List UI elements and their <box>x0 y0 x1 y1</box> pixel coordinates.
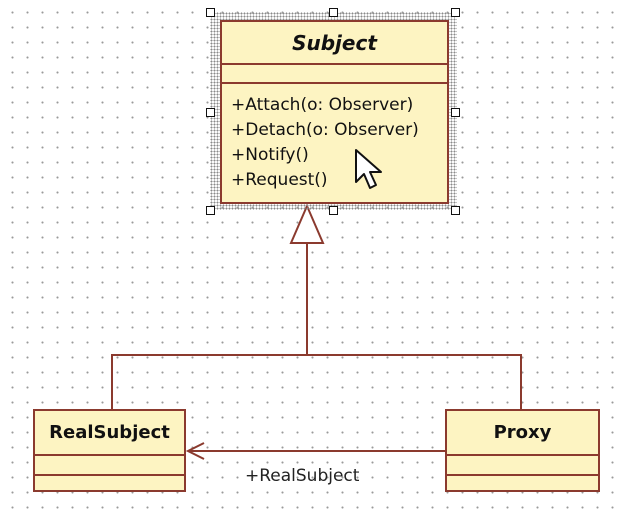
operation-attach: +Attach(o: Observer) <box>231 95 414 115</box>
association-role-label[interactable]: +RealSubject <box>245 466 360 486</box>
generalization-arrow-icon <box>289 203 325 244</box>
selection-handle-icon[interactable] <box>329 206 338 215</box>
class-name-subject: Subject <box>292 30 377 55</box>
selection-handle-icon[interactable] <box>206 206 215 215</box>
operation-detach: +Detach(o: Observer) <box>231 120 419 140</box>
class-realsubject[interactable]: RealSubject <box>33 409 186 492</box>
class-subject[interactable]: Subject +Attach(o: Observer) +Detach(o: … <box>220 20 449 204</box>
operations-compartment <box>447 474 598 476</box>
association-arrow-icon <box>185 442 205 460</box>
generalization-line-proxy[interactable] <box>307 354 522 410</box>
attributes-compartment <box>35 454 184 474</box>
selection-handle-icon[interactable] <box>329 8 338 17</box>
selection-handle-icon[interactable] <box>206 8 215 17</box>
generalization-line-realsubject[interactable] <box>111 354 307 410</box>
selection-handle-icon[interactable] <box>451 206 460 215</box>
class-proxy[interactable]: Proxy <box>445 409 600 492</box>
operation-request: +Request() <box>231 170 328 190</box>
selection-handle-icon[interactable] <box>206 108 215 117</box>
mouse-pointer-icon <box>355 149 382 189</box>
selection-handle-icon[interactable] <box>451 8 460 17</box>
operations-compartment: +Attach(o: Observer) +Detach(o: Observer… <box>222 82 447 193</box>
selection-handle-icon[interactable] <box>451 108 460 117</box>
attributes-compartment <box>447 454 598 474</box>
class-name-realsubject: RealSubject <box>49 422 170 443</box>
class-name-proxy: Proxy <box>493 422 552 443</box>
attributes-compartment <box>222 63 447 82</box>
operation-notify: +Notify() <box>231 145 309 165</box>
operations-compartment <box>35 474 184 476</box>
